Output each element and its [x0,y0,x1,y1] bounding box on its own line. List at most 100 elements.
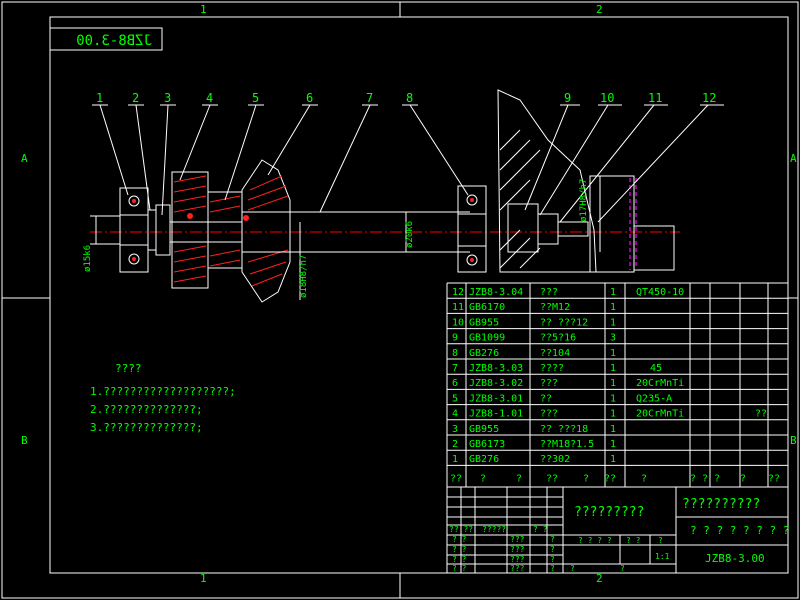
bevel-gear-6 [241,159,291,303]
balloon-5: 5 [252,91,259,105]
bom-row-9-qty: 3 [610,333,616,344]
tb-sheet-a: ? [570,564,575,573]
zone-row-a-right: A [790,152,797,165]
bom-row-12-name: ??? [540,287,558,298]
tb-company: ?????????? [682,497,760,512]
assembly-view [90,89,680,303]
note-line-3: 3.??????????????; [90,421,203,434]
bom-row-11-code: GB6170 [469,302,505,313]
bom-row-7-name: ???? [540,363,564,374]
bom-header-0: ?? [450,473,462,484]
balloon-4: 4 [206,91,213,105]
tb-left-3: ? ? [452,555,467,564]
bom-header-1: ? [480,473,486,484]
bom-row-1-no: 1 [452,454,458,465]
bom-row-4-name: ??? [540,409,558,420]
zone-col-2-bottom: 2 [596,572,603,585]
bom-row-8-qty: 1 [610,348,616,359]
bom-row-11-name: ??M12 [540,302,570,313]
bom-header-3: ?? [546,473,558,484]
tb-mid-4: ??? [510,564,525,573]
bom-row-7-qty: 1 [610,363,616,374]
bom-row-1-name: ??302 [540,454,570,465]
bom-row-6-no: 6 [452,378,458,389]
tb-q3: ? [658,536,663,545]
bom-row-5-no: 5 [452,393,458,404]
bom-row-8-name: ??104 [540,348,570,359]
bom-row-9-no: 9 [452,333,458,344]
bom-row-7-code: JZB8-3.03 [469,363,523,374]
note-line-2: 2.??????????????; [90,403,203,416]
bom-row-6-name: ??? [540,378,558,389]
bom-header-8: ? [740,473,746,484]
bom-row-3-no: 3 [452,424,458,435]
housing-12 [497,89,597,273]
tb-company-sub: ? ? ? ? ? ? ? ? [690,524,789,537]
tb-left-2: ? ? [452,545,467,554]
zone-row-a-left: A [21,152,28,165]
bom-row-11-no: 11 [452,302,464,313]
bom-row-10-name: ?? ???12 [540,317,588,328]
bom-header-9: ?? [768,473,780,484]
bom-row-8-no: 8 [452,348,458,359]
bom-row-3-code: GB955 [469,424,499,435]
bom-row-2-name: ??M18?1.5 [540,439,594,450]
tb-r-4: ? [550,564,555,573]
bom-row-6-material: 20CrMnTi [636,378,684,389]
balloon-1: 1 [96,91,103,105]
bom-row-10-qty: 1 [610,317,616,328]
tb-q1: ? ? ? ? [578,536,612,545]
bom-row-9-code: GB1099 [469,333,505,344]
bom-row-3-qty: 1 [610,424,616,435]
balloon-2: 2 [132,91,139,105]
tb-code: JZB8-3.00 [705,552,765,565]
tb-mid-2: ??? [510,545,525,554]
bom-row-4-qty: 1 [610,409,616,420]
bom-row-12-code: JZB8-3.04 [469,287,523,298]
bom-row-4-no: 4 [452,409,458,420]
balloon-6: 6 [306,91,313,105]
dim-right-fit: ø17H8/h7 [579,179,589,222]
bom-header-2: ? [516,473,522,484]
zone-col-2-top: 2 [596,3,603,16]
tb-mid-1: ??? [510,535,525,544]
bom-row-1-code: GB276 [469,454,499,465]
drawing-code-box [49,27,163,51]
bom-header-4: ? [583,473,589,484]
bom-row-10-code: GB955 [469,317,499,328]
bom-row-10-no: 10 [452,317,464,328]
zone-col-1-bottom: 1 [200,572,207,585]
notes-title: ???? [115,362,142,375]
tb-left-0: ?? ?? [449,525,473,534]
balloon-12: 12 [702,91,716,105]
balloon-10: 10 [600,91,614,105]
bom-row-7-no: 7 [452,363,458,374]
tb-r-0: ? ? [533,525,548,534]
bom-row-4-note: ?? [755,409,767,420]
bom-header-7: ? ? ? [690,473,720,484]
bom-row-5-name: ?? [540,393,552,404]
leader-lines [92,104,724,223]
tb-left-1: ? ? [452,535,467,544]
note-line-1: 1.???????????????????; [90,385,236,398]
tb-sheet-b: ? [620,564,625,573]
dim-shaft: ø20k6 [405,221,415,248]
bom-header-5: ?? [604,473,616,484]
balloon-8: 8 [406,91,413,105]
inner-frame [49,16,789,574]
tb-mid-3: ??? [510,555,525,564]
bom-row-6-qty: 1 [610,378,616,389]
tb-r-1: ? [550,535,555,544]
bom-row-5-qty: 1 [610,393,616,404]
dim-left-bore: ø15k6 [83,245,93,272]
tb-left-4: ? ? [452,564,467,573]
bom-row-5-code: JZB8-3.01 [469,393,523,404]
bom-row-3-name: ?? ???18 [540,424,588,435]
bom-row-11-qty: 1 [610,302,616,313]
bom-row-8-code: GB276 [469,348,499,359]
balloon-7: 7 [366,91,373,105]
bom-row-6-code: JZB8-3.02 [469,378,523,389]
